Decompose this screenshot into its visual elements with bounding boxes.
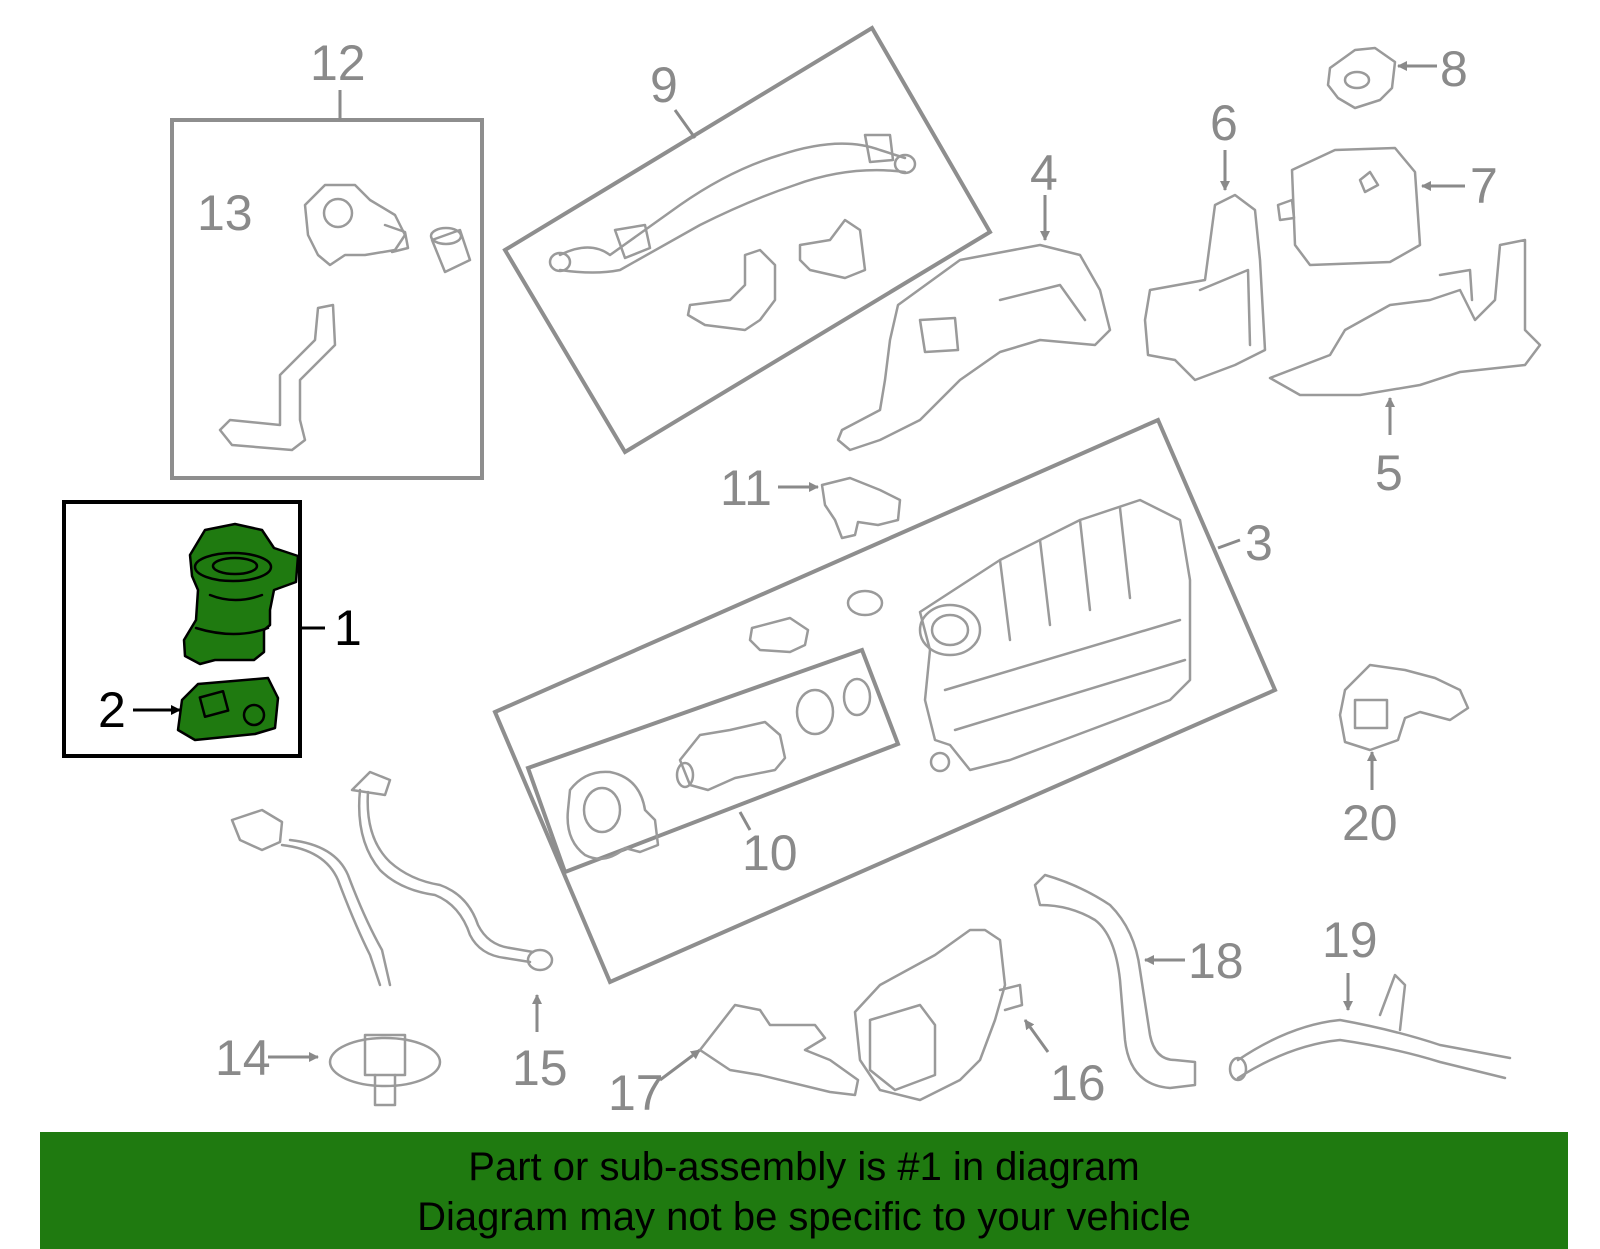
callout-20[interactable]: 20 <box>1342 795 1398 851</box>
callout-5[interactable]: 5 <box>1375 445 1403 501</box>
callout-7[interactable]: 7 <box>1470 158 1498 214</box>
part-group-10[interactable] <box>525 647 901 875</box>
part-3-o-ring[interactable] <box>846 589 884 617</box>
callout-17[interactable]: 17 <box>608 1065 664 1121</box>
callout-14[interactable]: 14 <box>215 1030 271 1086</box>
part-group-12[interactable] <box>170 90 484 480</box>
callout-6[interactable]: 6 <box>1210 95 1238 151</box>
part-group-3[interactable] <box>492 417 1278 985</box>
part-4-heat-shield[interactable] <box>836 195 1112 452</box>
banner-line-1: Part or sub-assembly is #1 in diagram <box>468 1145 1140 1189</box>
part-13-valve[interactable] <box>303 183 410 267</box>
callout-19[interactable]: 19 <box>1322 912 1378 968</box>
part-6-bracket[interactable] <box>1143 150 1267 382</box>
callout-16[interactable]: 16 <box>1050 1055 1106 1111</box>
part-18-hose[interactable] <box>1033 873 1197 1090</box>
callout-2[interactable]: 2 <box>98 682 126 738</box>
part-17-bracket[interactable] <box>659 1003 860 1097</box>
part-20-sensor[interactable] <box>1338 663 1470 790</box>
callout-11[interactable]: 11 <box>720 460 772 516</box>
part-10-seals[interactable] <box>795 677 872 736</box>
part-1-egr-valve[interactable] <box>182 522 300 666</box>
callout-3[interactable]: 3 <box>1245 515 1273 571</box>
part-9-bracket-a[interactable] <box>686 248 777 332</box>
part-19-tube[interactable] <box>1228 973 1512 1082</box>
part-5-shield[interactable] <box>1268 238 1542 435</box>
part-10-valve[interactable] <box>675 720 787 792</box>
callout-8[interactable]: 8 <box>1440 41 1468 97</box>
part-12-hose[interactable] <box>218 303 337 452</box>
part-11-sensor[interactable] <box>778 476 902 540</box>
part-9-bracket-b[interactable] <box>798 218 867 280</box>
callout-13[interactable]: 13 <box>197 185 253 241</box>
part-15-sensor[interactable] <box>350 770 554 1032</box>
part-12-cap[interactable] <box>429 226 472 274</box>
part-2-gasket[interactable] <box>176 676 280 742</box>
callout-9[interactable]: 9 <box>650 57 678 113</box>
callout-10[interactable]: 10 <box>742 825 798 881</box>
callout-18[interactable]: 18 <box>1188 933 1244 989</box>
info-banner: Part or sub-assembly is #1 in diagram Di… <box>40 1132 1568 1249</box>
part-9-tubes[interactable] <box>548 133 917 274</box>
callout-4[interactable]: 4 <box>1030 145 1058 201</box>
part-3-canister[interactable] <box>918 498 1192 773</box>
part-group-1[interactable] <box>62 500 325 758</box>
part-10-collar[interactable] <box>566 770 660 860</box>
part-group-9[interactable] <box>502 25 993 455</box>
callout-1[interactable]: 1 <box>334 600 362 656</box>
part-7-module[interactable] <box>1276 146 1465 267</box>
part-8-bracket[interactable] <box>1326 46 1437 110</box>
part-16-canister[interactable] <box>853 928 1050 1102</box>
callout-15[interactable]: 15 <box>512 1040 568 1096</box>
part-3-clip[interactable] <box>748 616 810 654</box>
callout-12[interactable]: 12 <box>310 35 366 91</box>
part-14-o2-sensor[interactable] <box>230 808 442 1107</box>
banner-line-2: Diagram may not be specific to your vehi… <box>417 1195 1191 1239</box>
